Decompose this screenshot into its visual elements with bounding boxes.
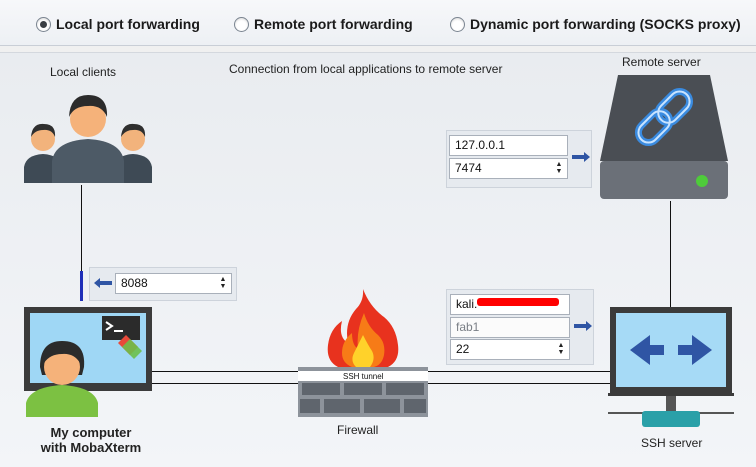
- ssh-port-input[interactable]: 22 ▲▼: [450, 339, 570, 360]
- remote-server-label: Remote server: [622, 55, 701, 69]
- connector-line-active: [80, 271, 83, 301]
- computer-icon: [24, 307, 152, 417]
- radio-dynamic-port-forwarding[interactable]: Dynamic port forwarding (SOCKS proxy): [450, 15, 741, 33]
- radio-dot-icon: [450, 16, 465, 32]
- arrow-right-icon: [574, 321, 592, 331]
- connector-line: [81, 185, 82, 273]
- remote-host-input[interactable]: 127.0.0.1: [449, 135, 568, 156]
- my-computer-label: My computer with MobaXterm: [40, 425, 142, 455]
- ssh-server-icon: [608, 307, 734, 427]
- firewall-icon: [298, 289, 428, 417]
- connector-line: [670, 201, 671, 307]
- diagram-panel: Local clients Connection from local appl…: [0, 52, 756, 467]
- remote-port-input[interactable]: 7474 ▲▼: [449, 158, 568, 179]
- arrow-right-icon: [572, 152, 590, 162]
- spin-arrows-icon[interactable]: ▲▼: [219, 276, 227, 290]
- spin-arrows-icon[interactable]: ▲▼: [557, 342, 565, 356]
- radio-local-port-forwarding[interactable]: Local port forwarding: [36, 15, 200, 33]
- radio-dot-icon: [234, 16, 249, 32]
- ssh-user-input[interactable]: fab1: [450, 317, 570, 338]
- diagram-description: Connection from local applications to re…: [229, 62, 503, 76]
- forwarding-mode-bar: Local port forwarding Remote port forwar…: [0, 0, 756, 46]
- local-clients-label: Local clients: [50, 65, 117, 79]
- remote-server-icon: [600, 75, 728, 199]
- ssh-host-input[interactable]: kali.: [450, 294, 570, 315]
- users-icon: [24, 95, 152, 183]
- radio-remote-port-forwarding[interactable]: Remote port forwarding: [234, 15, 413, 33]
- spin-arrows-icon[interactable]: ▲▼: [555, 161, 563, 175]
- ssh-server-label: SSH server: [641, 436, 703, 450]
- radio-dot-icon: [36, 16, 51, 32]
- arrow-left-icon: [94, 278, 112, 288]
- firewall-label: Firewall: [337, 423, 379, 437]
- redaction-mark: [477, 298, 559, 306]
- ssh-tunnel-label: SSH tunnel: [343, 372, 384, 381]
- local-port-input[interactable]: 8088 ▲▼: [115, 273, 232, 294]
